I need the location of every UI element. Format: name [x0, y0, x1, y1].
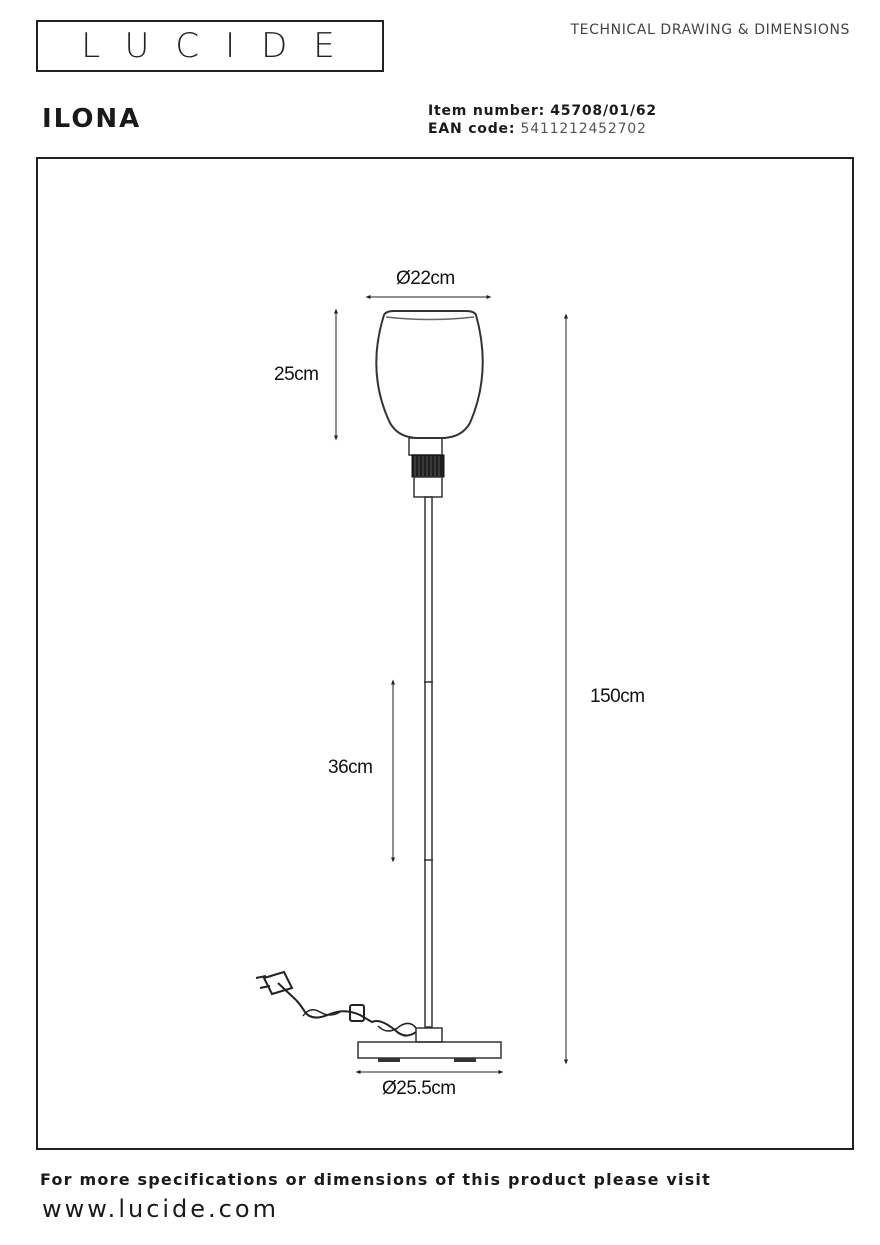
item-number-value: 45708/01/62	[550, 103, 657, 119]
shade-diameter-label: Ø22cm	[396, 268, 455, 289]
item-number-line: Item number: 45708/01/62	[428, 103, 657, 119]
power-cable	[295, 999, 417, 1037]
product-name: ILONA	[42, 104, 142, 134]
inline-switch	[349, 1004, 365, 1022]
lamp-socket	[408, 437, 445, 498]
ean-value: 5411212452702	[520, 121, 647, 137]
drawing-frame	[36, 157, 854, 1150]
document-type: TECHNICAL DRAWING & DIMENSIONS	[570, 22, 850, 38]
ean-label: EAN code:	[428, 121, 516, 137]
brand-logo: LUCIDE	[36, 20, 384, 72]
power-plug	[255, 970, 297, 1001]
item-number-label: Item number:	[428, 103, 545, 119]
segment-length-label: 36cm	[328, 757, 373, 778]
lamp-pole	[424, 496, 433, 1028]
base-diameter-label: Ø25.5cm	[382, 1078, 456, 1099]
footer-website-link[interactable]: www.lucide.com	[42, 1195, 279, 1223]
footer-info-text: For more specifications or dimensions of…	[40, 1170, 711, 1189]
total-height-label: 150cm	[590, 686, 645, 707]
lamp-shade	[375, 310, 484, 439]
ean-line: EAN code: 5411212452702	[428, 121, 647, 137]
shade-height-label: 25cm	[274, 364, 319, 385]
lamp-base	[357, 1027, 502, 1062]
brand-logo-text: LUCIDE	[81, 26, 361, 66]
